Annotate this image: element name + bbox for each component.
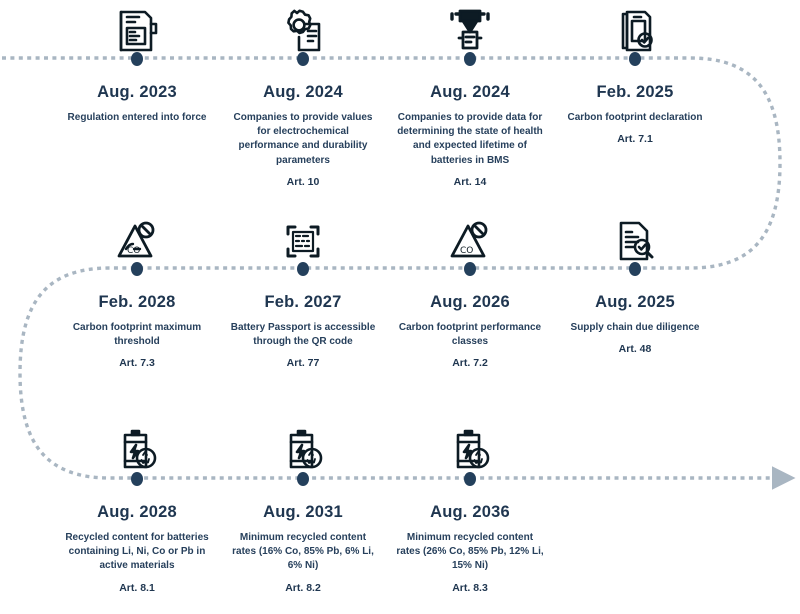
timeline-node-dot [629, 52, 641, 66]
regulation-document-icon [55, 2, 219, 54]
gear-document-icon [221, 2, 385, 54]
co2-warning-icon: CO [388, 212, 552, 264]
milestone-article: Art. 7.2 [452, 357, 488, 370]
document-search-icon [553, 212, 717, 264]
milestone-description: Companies to provide data for determinin… [397, 111, 543, 166]
svg-text:CO: CO [127, 246, 140, 256]
milestone-date: Feb. 2028 [98, 293, 176, 311]
milestone-description: Recycled content for batteries containin… [65, 531, 209, 572]
timeline-node-dot [131, 52, 143, 66]
milestone-description: Carbon footprint maximum threshold [72, 321, 202, 348]
milestone-date: Feb. 2027 [264, 293, 342, 311]
milestone-article: Art. 77 [286, 357, 320, 370]
battery-data-icon [388, 2, 552, 54]
milestone-date: Aug. 2028 [97, 503, 177, 521]
milestone-date: Feb. 2025 [596, 83, 674, 101]
timeline-node-dot [629, 262, 641, 276]
milestone-date: Aug. 2023 [97, 83, 177, 101]
qr-code-icon [221, 212, 385, 264]
milestone-article: Art. 7.1 [617, 133, 653, 146]
milestone-date: Aug. 2024 [430, 83, 510, 101]
milestone-date: Aug. 2025 [595, 293, 675, 311]
milestone-text-block: Aug. 2036 Minimum recycled content rates… [388, 503, 552, 595]
timeline-node-dot [297, 472, 309, 486]
milestone-article: Art. 48 [618, 343, 652, 356]
milestone-text-block: Aug. 2031 Minimum recycled content rates… [221, 503, 385, 595]
co2-warning-icon: CO [55, 212, 219, 264]
milestone-text-block: Feb. 2028 Carbon footprint maximum thres… [55, 293, 219, 371]
milestone-article: Art. 7.3 [119, 357, 155, 370]
milestone-text-block: Aug. 2023 Regulation entered into force [55, 83, 219, 133]
clipboard-check-icon [553, 2, 717, 54]
milestone-date: Aug. 2036 [430, 503, 510, 521]
battery-recycle-icon [388, 422, 552, 474]
timeline-node-dot [464, 52, 476, 66]
milestone-description: Carbon footprint declaration [567, 111, 703, 123]
timeline-node-dot [131, 472, 143, 486]
milestone-text-block: Feb. 2025 Carbon footprint declaration A… [553, 83, 717, 147]
timeline-node-dot [297, 262, 309, 276]
milestone-description: Supply chain due diligence [570, 321, 700, 333]
milestone-description: Minimum recycled content rates (16% Co, … [232, 531, 374, 572]
milestone-description: Battery Passport is accessible through t… [230, 321, 376, 348]
battery-recycle-icon [55, 422, 219, 474]
milestone-article: Art. 8.2 [285, 581, 321, 594]
milestone-text-block: Aug. 2026 Carbon footprint performance c… [388, 293, 552, 371]
milestone-date: Aug. 2031 [263, 503, 343, 521]
battery-recycle-icon [221, 422, 385, 474]
milestone-text-block: Aug. 2024 Companies to provide data for … [388, 83, 552, 189]
milestone-article: Art. 10 [286, 175, 320, 188]
milestone-description: Companies to provide values for electroc… [233, 111, 373, 166]
timeline-node-dot [297, 52, 309, 66]
milestone-date: Aug. 2024 [263, 83, 343, 101]
svg-text:CO: CO [460, 246, 473, 256]
timeline-node-dot [131, 262, 143, 276]
milestone-article: Art. 14 [453, 175, 487, 188]
milestone-description: Carbon footprint performance classes [398, 321, 542, 348]
timeline-node-dot [464, 262, 476, 276]
timeline-node-dot [464, 472, 476, 486]
milestone-article: Art. 8.1 [119, 581, 155, 594]
milestone-description: Regulation entered into force [67, 111, 207, 123]
milestone-text-block: Feb. 2027 Battery Passport is accessible… [221, 293, 385, 371]
milestone-date: Aug. 2026 [430, 293, 510, 311]
milestone-article: Art. 8.3 [452, 581, 488, 594]
milestone-text-block: Aug. 2025 Supply chain due diligence Art… [553, 293, 717, 357]
milestone-text-block: Aug. 2028 Recycled content for batteries… [55, 503, 219, 595]
milestone-text-block: Aug. 2024 Companies to provide values fo… [221, 83, 385, 189]
milestone-description: Minimum recycled content rates (26% Co, … [396, 531, 544, 572]
